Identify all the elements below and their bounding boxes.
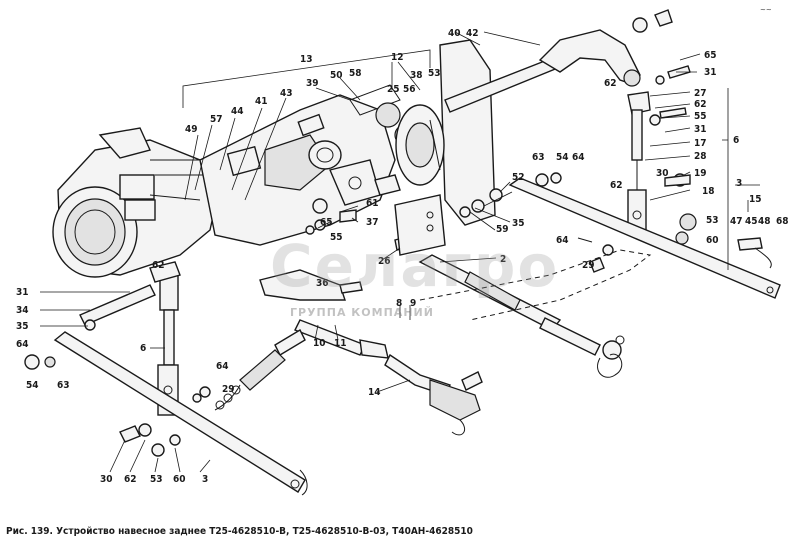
- label-10: 10: [313, 338, 326, 349]
- label-68: 68: [776, 216, 789, 227]
- label-60b: 60: [173, 474, 186, 485]
- label-37: 37: [366, 217, 379, 228]
- label-8: 8: [396, 298, 402, 309]
- label-13: 13: [300, 54, 313, 65]
- label-42: 42: [466, 28, 479, 39]
- axle-housing: [52, 127, 221, 278]
- stabilizer-chains: [214, 269, 483, 436]
- label-62b: 62: [694, 99, 707, 110]
- left-fasteners: [24, 354, 211, 457]
- label-60: 60: [706, 235, 719, 246]
- lift-shaft: [444, 9, 691, 113]
- label-64d: 64: [216, 361, 229, 372]
- label-11: 11: [334, 338, 347, 349]
- label-39: 39: [306, 78, 319, 89]
- label-49: 49: [185, 124, 198, 135]
- bracket-13: [182, 49, 431, 108]
- label-6: 6: [733, 135, 739, 146]
- label-31b: 31: [694, 124, 707, 135]
- label-40: 40: [448, 28, 461, 39]
- label-48: 48: [758, 216, 771, 227]
- label-65: 65: [704, 50, 717, 61]
- label-35: 35: [512, 218, 525, 229]
- label-12: 12: [391, 52, 404, 63]
- label-55b: 55: [330, 232, 343, 243]
- right-lift-rod: [627, 91, 691, 236]
- label-62c: 62: [610, 180, 623, 191]
- label-19: 19: [694, 168, 707, 179]
- label-31c: 31: [16, 287, 29, 298]
- label-29: 29: [582, 260, 595, 271]
- label-54b: 54: [26, 380, 39, 391]
- leader-lines: [40, 31, 760, 473]
- label-31: 31: [704, 67, 717, 78]
- label-17: 17: [694, 138, 707, 149]
- label-64b: 64: [556, 235, 569, 246]
- label-54: 54: [556, 152, 569, 163]
- right-fasteners: [459, 172, 614, 273]
- label-9: 9: [410, 298, 416, 309]
- label-64: 64: [572, 152, 585, 163]
- top-link: [418, 249, 652, 378]
- part-labels: 13 40 42 65 31 12 39 50 38 58 25 56 53 6…: [16, 28, 789, 485]
- corner-mark: ~~: [760, 6, 772, 14]
- watermark-subtitle: ГРУППА КОМПАНИЙ: [290, 306, 434, 319]
- label-63: 63: [532, 152, 545, 163]
- label-18: 18: [702, 186, 715, 197]
- label-53: 53: [428, 68, 441, 79]
- lift-cover: [199, 84, 416, 246]
- label-2: 2: [500, 254, 506, 265]
- label-44: 44: [231, 106, 244, 117]
- label-47: 47: [730, 216, 743, 227]
- left-lower-link: [53, 284, 308, 496]
- label-35b: 35: [16, 321, 29, 332]
- label-58: 58: [349, 68, 362, 79]
- label-38: 38: [410, 70, 423, 81]
- label-53c: 53: [150, 474, 163, 485]
- label-14: 14: [368, 387, 381, 398]
- label-52: 52: [512, 172, 525, 183]
- label-55: 55: [694, 111, 707, 122]
- flange-plate: [395, 39, 496, 226]
- label-34: 34: [16, 305, 29, 316]
- label-61: 61: [366, 198, 379, 209]
- label-3b: 3: [202, 474, 208, 485]
- label-43: 43: [280, 88, 293, 99]
- watermark-logo: Селагро: [270, 232, 560, 300]
- label-30: 30: [656, 168, 669, 179]
- label-6b: 6: [140, 343, 146, 354]
- label-53b: 53: [706, 215, 719, 226]
- label-28: 28: [694, 151, 707, 162]
- label-62e: 62: [124, 474, 137, 485]
- label-26: 26: [378, 256, 391, 267]
- label-59: 59: [496, 224, 509, 235]
- label-29b: 29: [222, 384, 235, 395]
- label-65b: 65: [320, 217, 333, 228]
- label-57: 57: [210, 114, 223, 125]
- label-63b: 63: [57, 380, 70, 391]
- label-41: 41: [255, 96, 268, 107]
- label-45: 45: [745, 216, 758, 227]
- label-3: 3: [736, 178, 742, 189]
- label-36: 36: [316, 278, 329, 289]
- label-62d: 62: [152, 260, 165, 271]
- label-56: 56: [403, 84, 416, 95]
- label-64c: 64: [16, 339, 29, 350]
- label-15: 15: [749, 194, 762, 205]
- label-25: 25: [387, 84, 400, 95]
- right-lower-link: [508, 177, 781, 299]
- mid-fasteners: [305, 174, 446, 256]
- label-50: 50: [330, 70, 343, 81]
- label-62: 62: [604, 78, 617, 89]
- figure-caption: Рис. 139. Устройство навесное заднее Т25…: [6, 526, 473, 537]
- label-30b: 30: [100, 474, 113, 485]
- label-27: 27: [694, 88, 707, 99]
